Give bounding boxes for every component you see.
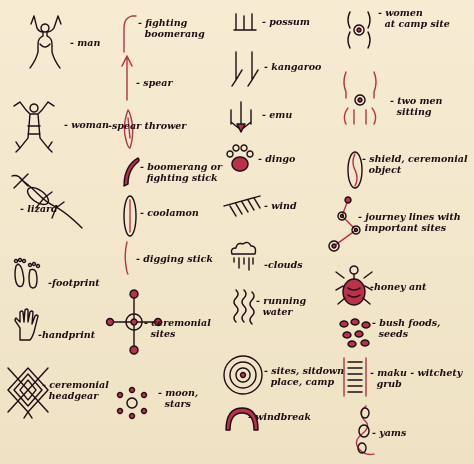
man-icon bbox=[26, 14, 64, 70]
journey-lines-label: - journey lines with important sites bbox=[358, 212, 461, 234]
windbreak-label: - windbreak bbox=[248, 412, 312, 423]
footprint-icon bbox=[12, 257, 42, 290]
dingo-label: - dingo bbox=[258, 154, 296, 165]
possum-icon bbox=[232, 12, 258, 34]
kangaroo-label: - kangaroo bbox=[264, 62, 322, 73]
dingo-icon bbox=[226, 144, 254, 174]
emu-label: - emu bbox=[262, 110, 293, 121]
spear-thrower-icon bbox=[118, 108, 138, 150]
lizard-label: - lizard bbox=[20, 204, 58, 215]
two-men-sitting-icon bbox=[340, 70, 386, 128]
wind-icon bbox=[222, 192, 264, 220]
woman-icon bbox=[10, 98, 58, 154]
coolamon-icon bbox=[120, 194, 140, 238]
ceremonial-sites-label: - ceremonial sites bbox=[144, 318, 211, 340]
handprint-label: -handprint bbox=[38, 330, 96, 341]
maku-label: - maku - witchety grub bbox=[370, 368, 463, 390]
windbreak-icon bbox=[222, 404, 262, 432]
handprint-icon bbox=[12, 308, 40, 342]
fighting-boomerang-icon bbox=[120, 14, 140, 54]
spear-label: - spear bbox=[136, 78, 173, 89]
coolamon-label: - coolamon bbox=[140, 208, 199, 219]
honey-ant-icon bbox=[334, 262, 374, 308]
boomerang-or-fighting-stick-icon bbox=[120, 154, 144, 188]
possum-label: - possum bbox=[262, 17, 310, 28]
running-water-icon bbox=[232, 288, 256, 328]
sites-sitdown-icon bbox=[222, 354, 264, 396]
two-men-sitting-label: - two men sitting bbox=[390, 96, 443, 118]
bush-foods-icon bbox=[338, 318, 374, 348]
shield-icon bbox=[346, 150, 364, 190]
kangaroo-icon bbox=[230, 50, 260, 90]
digging-stick-icon bbox=[120, 240, 134, 276]
clouds-label: -clouds bbox=[264, 260, 303, 271]
yams-icon bbox=[346, 404, 380, 460]
bush-foods-label: - bush foods, seeds bbox=[372, 318, 441, 340]
boomerang-or-fighting-stick-label: - boomerang or fighting stick bbox=[140, 162, 223, 184]
fighting-boomerang-label: - fighting boomerang bbox=[138, 18, 205, 40]
digging-stick-label: - digging stick bbox=[136, 254, 213, 265]
spear-icon bbox=[120, 54, 134, 102]
footprint-label: -footprint bbox=[48, 278, 100, 289]
honey-ant-label: -honey ant bbox=[370, 282, 427, 293]
wind-label: - wind bbox=[264, 201, 297, 212]
shield-label: - shield, ceremonial object bbox=[362, 154, 468, 176]
women-at-camp-site-icon bbox=[344, 8, 374, 52]
moon-stars-label: - moon, stars bbox=[158, 388, 199, 410]
ceremonial-headgear-icon bbox=[4, 366, 52, 419]
clouds-icon bbox=[228, 240, 258, 274]
sites-sitdown-label: - sites, sitdown place, camp bbox=[264, 366, 345, 388]
ceremonial-sites-icon bbox=[105, 288, 163, 356]
yams-label: - yams bbox=[372, 428, 407, 439]
spear-thrower-label: -spear thrower bbox=[108, 121, 187, 132]
moon-stars-icon bbox=[112, 386, 152, 420]
emu-icon bbox=[226, 100, 256, 134]
lizard-icon bbox=[8, 172, 86, 232]
journey-lines-icon bbox=[326, 196, 366, 254]
women-at-camp-site-label: - women at camp site bbox=[378, 8, 450, 30]
woman-label: - woman bbox=[64, 120, 109, 131]
running-water-label: - running water bbox=[256, 296, 307, 318]
man-label: - man bbox=[70, 38, 101, 49]
maku-icon bbox=[340, 356, 370, 400]
ceremonial-headgear-label: - ceremonial headgear bbox=[42, 380, 109, 402]
